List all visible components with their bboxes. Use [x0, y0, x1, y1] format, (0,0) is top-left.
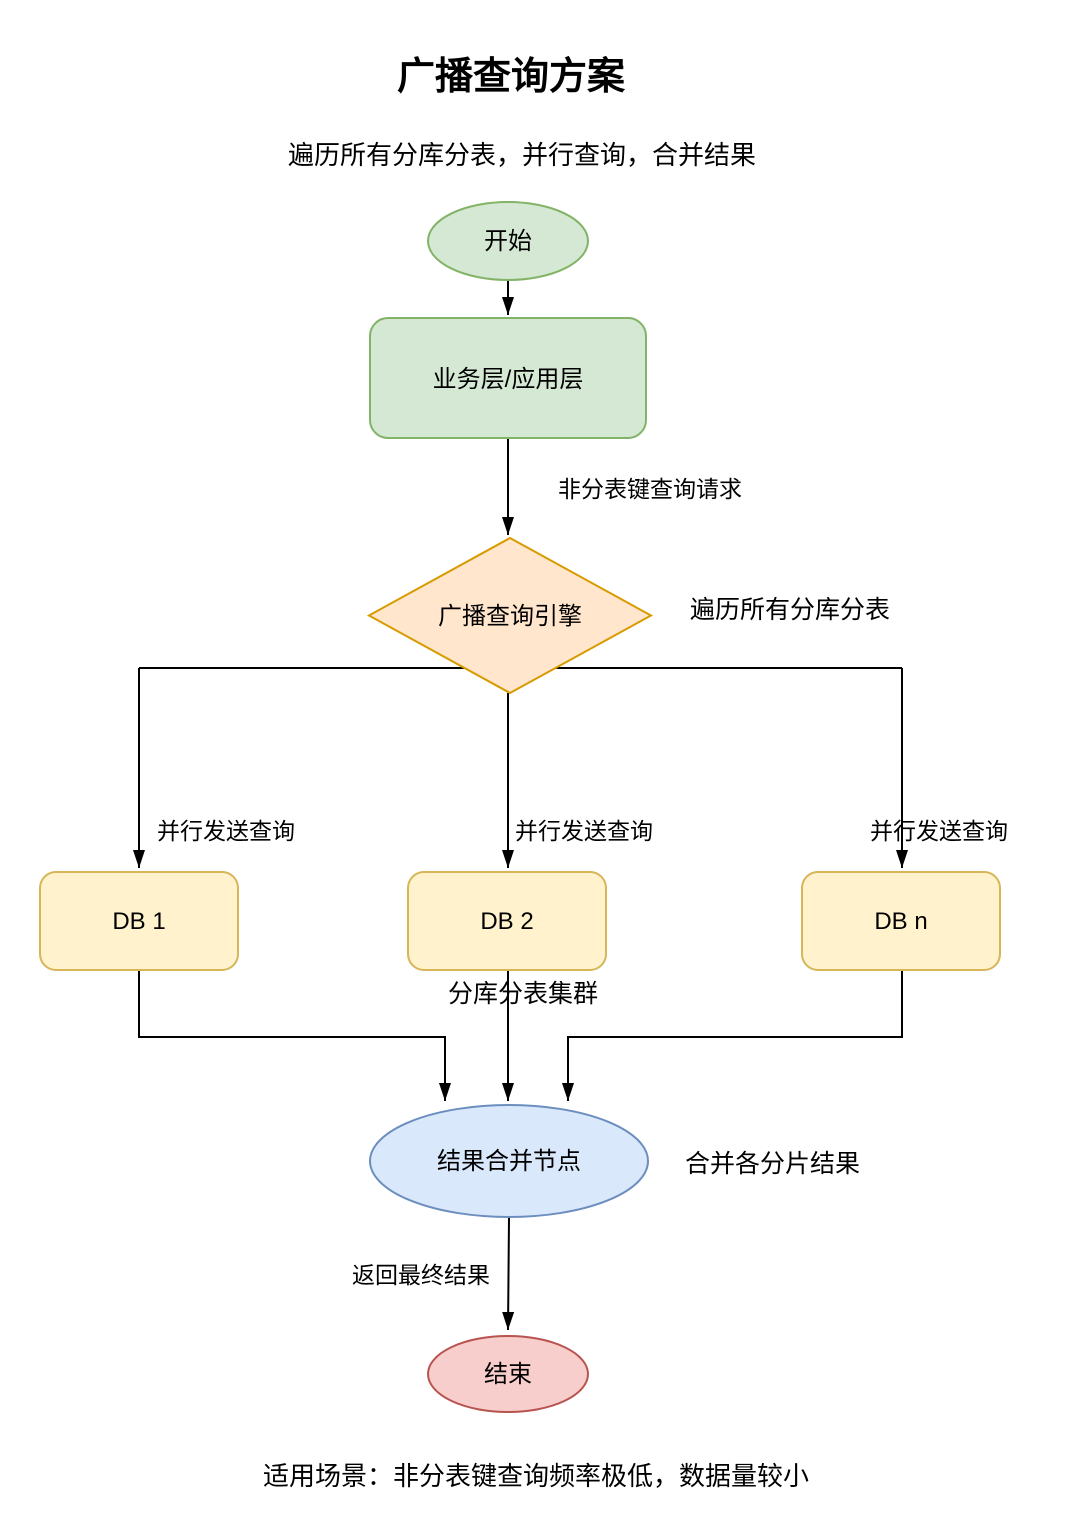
db1-label: DB 1: [112, 908, 165, 935]
usage-note: 适用场景：非分表键查询频率极低，数据量较小: [263, 1461, 809, 1491]
db2-label: DB 2: [480, 908, 533, 935]
app-layer-label: 业务层/应用层: [433, 366, 584, 393]
edge-db1-to-merge: [138, 970, 451, 1101]
page-subtitle: 遍历所有分库分表，并行查询，合并结果: [288, 140, 756, 170]
edge-label-traverse-all: 遍历所有分库分表: [690, 596, 890, 624]
start-node-label: 开始: [484, 228, 532, 255]
dbn-label: DB n: [874, 908, 927, 935]
broadcast-engine-label: 广播查询引擎: [438, 603, 582, 630]
edge-label-parallel-send-n: 并行发送查询: [870, 818, 1008, 844]
end-node-label: 结束: [484, 1361, 532, 1388]
dbn-node: [801, 871, 1001, 971]
edge-label-query-request: 非分表键查询请求: [558, 476, 742, 502]
edge-label-parallel-send-2: 并行发送查询: [515, 818, 653, 844]
db2-node: [407, 871, 607, 971]
merge-node: [369, 1104, 649, 1218]
edge-label-shard-cluster: 分库分表集群: [448, 980, 598, 1008]
app-layer-node: [369, 317, 647, 439]
edge-dbn-to-merge: [562, 970, 903, 1101]
merge-node-label: 结果合并节点: [437, 1148, 581, 1175]
end-node: [427, 1335, 589, 1413]
edge-label-parallel-send-1: 并行发送查询: [157, 818, 295, 844]
edge-label-merge-results: 合并各分片结果: [685, 1150, 860, 1178]
edge-merge-to-end: [502, 1217, 515, 1331]
page-title: 广播查询方案: [397, 56, 626, 98]
start-node: [427, 201, 589, 281]
db1-node: [39, 871, 239, 971]
edge-label-return-final: 返回最终结果: [352, 1262, 490, 1288]
broadcast-engine-node: [366, 536, 654, 695]
